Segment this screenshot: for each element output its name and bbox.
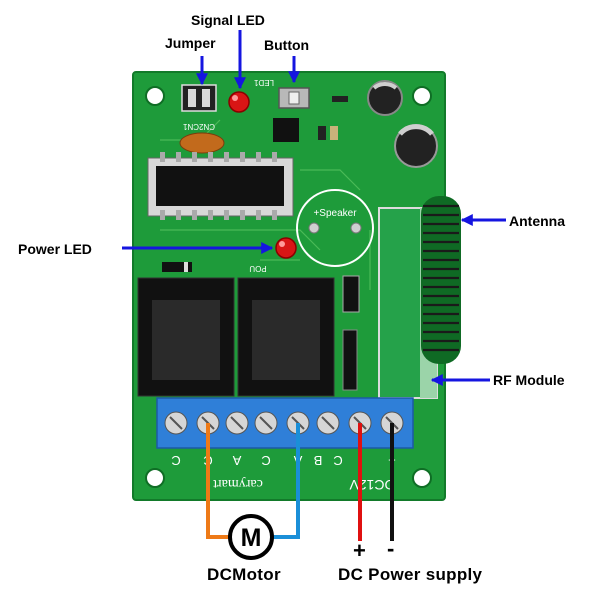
label-plus: + bbox=[353, 538, 367, 563]
relays bbox=[137, 277, 335, 397]
label-dc-power-supply: DC Power supply bbox=[338, 565, 483, 584]
signal-led: LED1 bbox=[228, 78, 274, 113]
power-wires bbox=[358, 423, 394, 541]
label-minus: - bbox=[387, 536, 395, 561]
motor-wire-blue bbox=[272, 423, 300, 539]
label-signal-led: Signal LED bbox=[191, 12, 265, 28]
motor-symbol-letter: M bbox=[241, 524, 262, 552]
power-led: POU bbox=[249, 237, 297, 273]
silk-model: DC12V bbox=[349, 477, 395, 493]
decoder-ic bbox=[147, 152, 294, 220]
motor-wire-orange bbox=[206, 423, 230, 539]
silk-speaker: +Speaker bbox=[313, 208, 357, 219]
pointer-arrows bbox=[122, 30, 506, 386]
label-button: Button bbox=[264, 37, 310, 53]
label-jumper: Jumper bbox=[165, 35, 216, 51]
electrolytic-capacitors bbox=[367, 80, 438, 168]
speaker-footprint: +Speaker bbox=[296, 189, 374, 267]
top-components bbox=[179, 96, 348, 154]
terminal-mark: C bbox=[333, 453, 342, 468]
motor-wires bbox=[206, 423, 300, 539]
jumper-header: CN2CN1 bbox=[181, 84, 217, 131]
label-rf-module: RF Module bbox=[493, 372, 565, 388]
silk-jumper: CN2CN1 bbox=[182, 122, 215, 131]
terminal-block bbox=[156, 397, 414, 449]
label-dc-motor: DCMotor bbox=[207, 565, 281, 584]
silk-pou: POU bbox=[249, 264, 267, 273]
dc-motor-symbol: M bbox=[228, 514, 274, 560]
terminal-mark: A bbox=[232, 453, 241, 468]
label-antenna: Antenna bbox=[509, 213, 565, 229]
terminal-mark: C bbox=[171, 453, 180, 468]
antenna-coil bbox=[421, 196, 461, 364]
silk-brand: carymart bbox=[213, 476, 263, 491]
push-button bbox=[278, 87, 310, 109]
silk-led1: LED1 bbox=[253, 78, 274, 87]
terminal-mark: B bbox=[314, 453, 323, 468]
terminal-mark: C bbox=[261, 453, 270, 468]
label-power-led: Power LED bbox=[18, 241, 92, 257]
mounting-holes bbox=[145, 86, 432, 488]
